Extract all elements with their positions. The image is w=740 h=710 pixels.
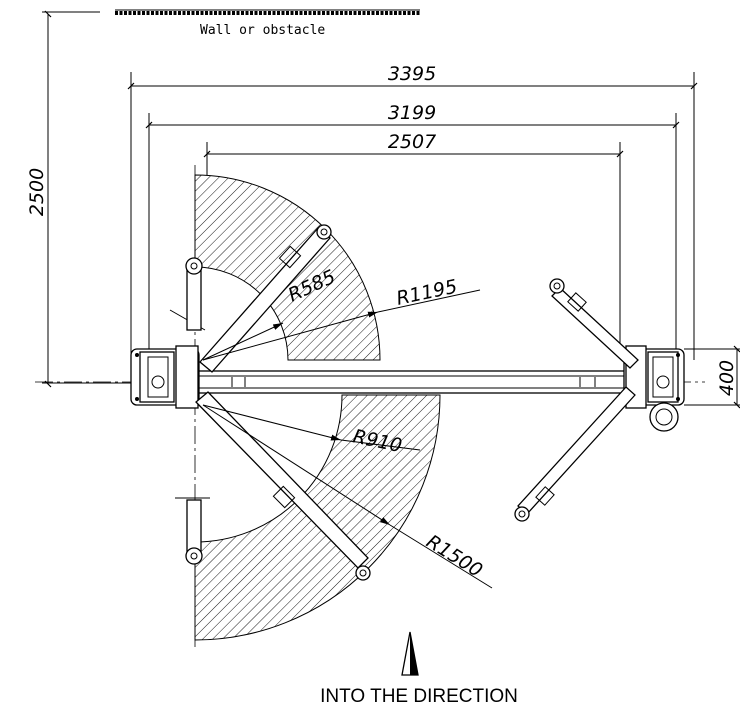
inner-width-label: 2507 — [388, 131, 436, 153]
motor-icon — [649, 402, 679, 432]
overall-width-dimension: 3395 — [127, 63, 698, 360]
inner-width-dimension: 2507 — [203, 131, 624, 350]
base-depth-label: 400 — [716, 360, 738, 396]
direction-label: INTO THE DIRECTION — [320, 686, 518, 707]
radius-upper-long-label: R1195 — [394, 276, 459, 310]
radius-lower-long-label: R1500 — [422, 531, 486, 582]
column-width-dimension: 3199 — [145, 102, 680, 355]
overall-width-label: 3395 — [388, 63, 436, 85]
cross-beam — [184, 370, 641, 394]
left-column-base — [130, 345, 200, 409]
base-depth-dimension: 400 — [684, 345, 740, 409]
direction-arrow-icon — [401, 631, 419, 676]
wall-label: Wall or obstacle — [200, 23, 325, 38]
left-lower-arm — [195, 391, 371, 581]
right-lower-arm — [514, 386, 636, 522]
column-width-label: 3199 — [388, 102, 436, 124]
left-lower-pad — [175, 497, 210, 565]
depth-dimension-label: 2500 — [26, 168, 48, 216]
left-upper-pad — [185, 257, 203, 331]
depth-dimension: 2500 — [26, 10, 170, 388]
radius-leaders — [202, 289, 493, 589]
wall-obstacle — [42, 9, 420, 15]
right-upper-arm — [549, 278, 639, 369]
